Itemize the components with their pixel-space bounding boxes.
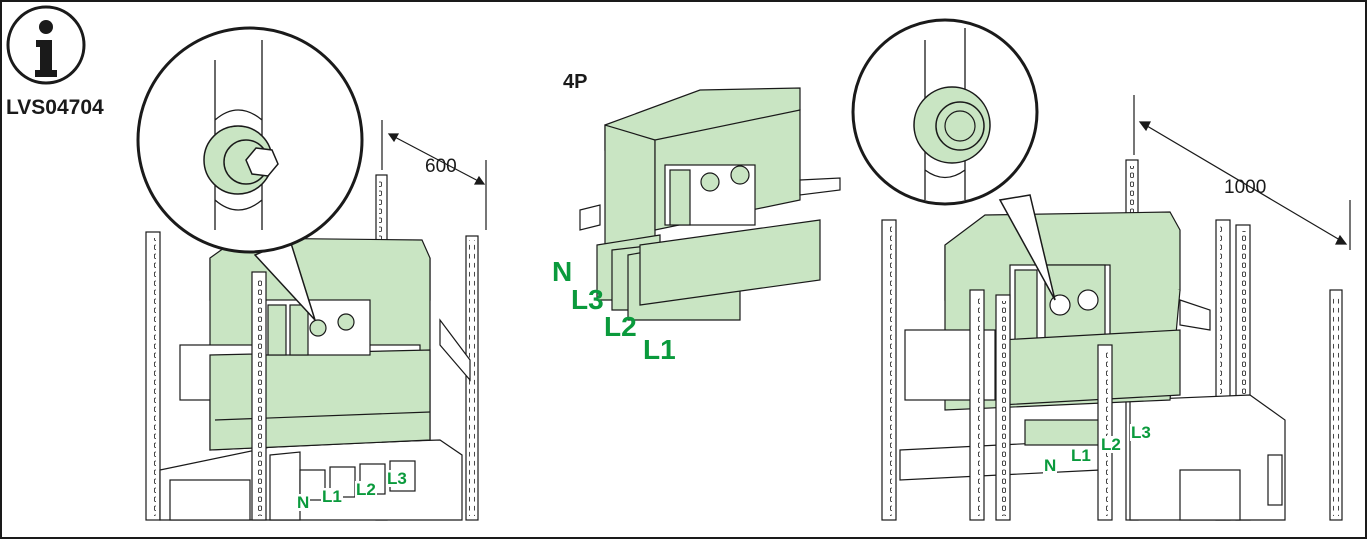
- left-zoom-detail: [136, 26, 364, 321]
- pole-count-label: 4P: [563, 71, 588, 93]
- dimension-600: 600: [425, 156, 457, 177]
- left-phase-l3: L3: [386, 469, 408, 488]
- right-zoom-detail: [851, 18, 1056, 301]
- right-cabinet: [881, 95, 1351, 521]
- reference-code: LVS04704: [6, 96, 104, 119]
- center-4p-module: [579, 87, 841, 321]
- phase-label-l1: L1: [643, 334, 676, 365]
- left-cabinet: [145, 120, 487, 521]
- phase-label-l2: L2: [604, 311, 637, 342]
- left-phase-n: N: [296, 493, 311, 512]
- info-icon: [6, 5, 86, 85]
- right-phase-n: N: [1043, 456, 1058, 475]
- left-phase-l1: L1: [321, 487, 343, 506]
- phase-label-n: N: [552, 256, 573, 287]
- dimension-1000: 1000: [1224, 177, 1267, 198]
- phase-label-l3: L3: [571, 284, 604, 315]
- left-phase-l2: L2: [355, 480, 377, 499]
- right-phase-l3: L3: [1130, 423, 1152, 442]
- right-phase-l2: L2: [1100, 435, 1122, 454]
- right-phase-l1: L1: [1070, 446, 1092, 465]
